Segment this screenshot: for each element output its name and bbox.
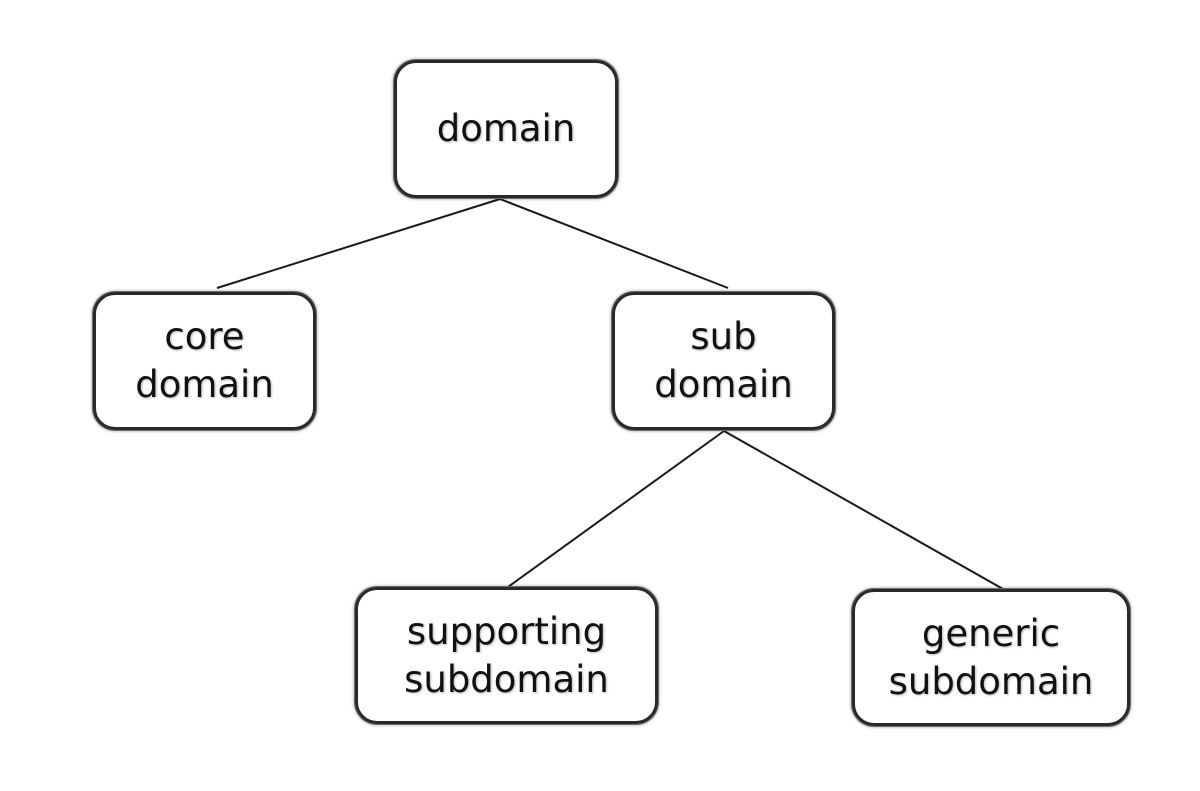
edge-sub-domain-to-generic-subdomain <box>723 430 1004 590</box>
domain-node-label: domain <box>436 107 576 150</box>
domain-node: domain <box>394 60 618 198</box>
core-domain-node-label: core domain <box>135 315 274 406</box>
edge-domain-to-sub-domain <box>499 198 729 289</box>
generic-subdomain-node-label: generic subdomain <box>888 611 1094 703</box>
supporting-subdomain-node: supporting subdomain <box>355 587 658 724</box>
core-domain-node: core domain <box>93 292 316 430</box>
generic-subdomain-node: generic subdomain <box>852 589 1130 726</box>
edge-domain-to-core-domain <box>216 198 501 289</box>
sub-domain-node: sub domain <box>612 292 835 430</box>
edge-sub-domain-to-supporting-subdomain <box>507 430 725 588</box>
supporting-subdomain-node-label: supporting subdomain <box>404 609 609 701</box>
sub-domain-node-label: sub domain <box>654 315 793 406</box>
